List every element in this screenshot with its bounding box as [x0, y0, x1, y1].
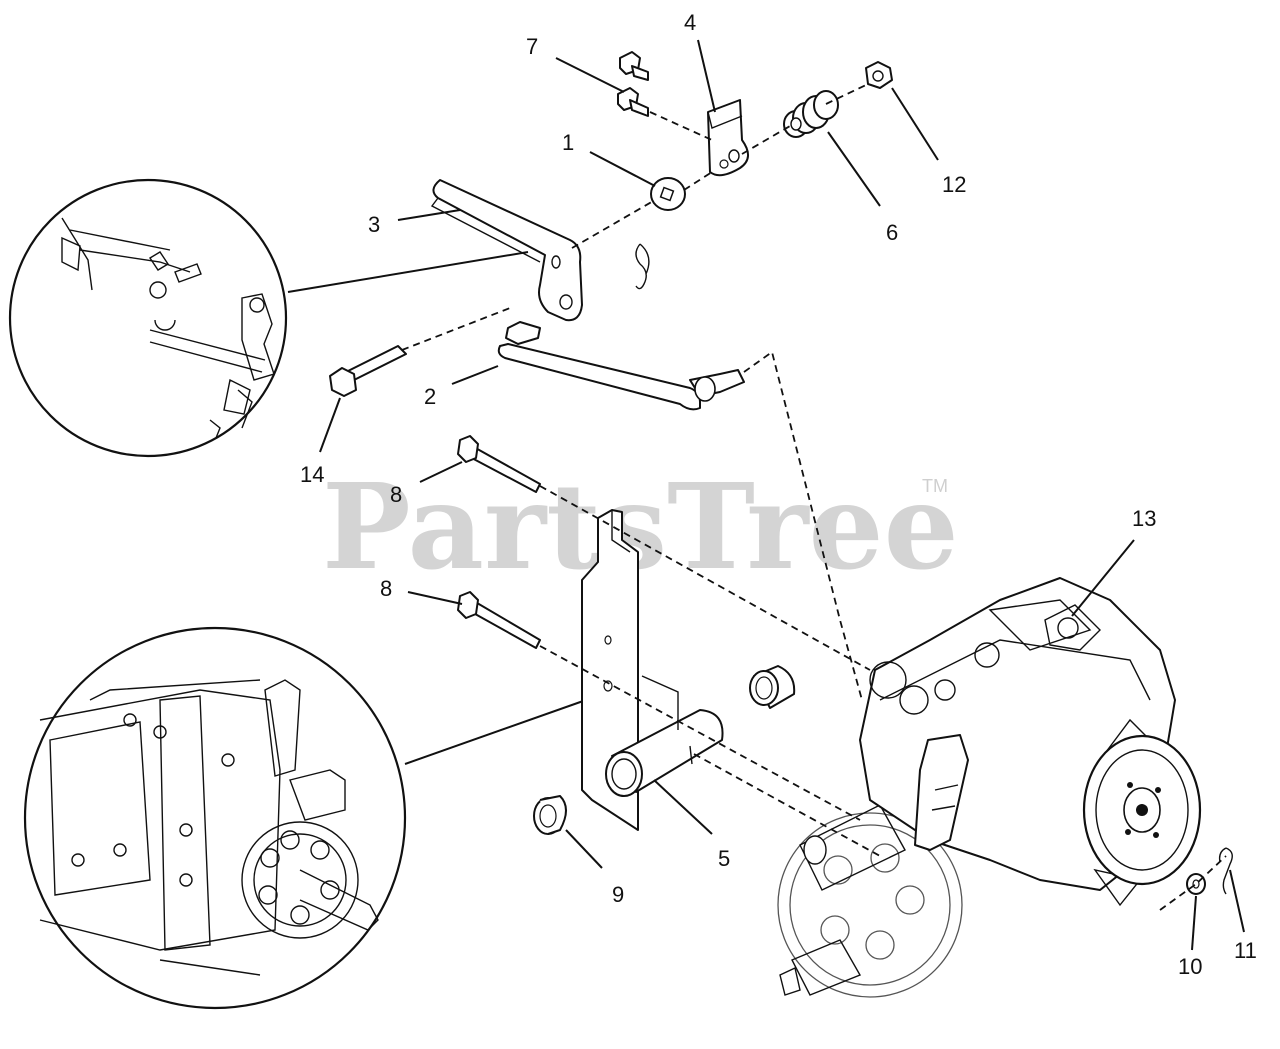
part-9-bushing — [533, 795, 567, 835]
callout-14: 14 — [300, 462, 324, 487]
watermark-trademark: TM — [922, 476, 948, 496]
detail-view-upper — [8, 178, 288, 458]
r-clip — [635, 243, 650, 290]
callouts: 1 2 3 4 5 6 7 8 8 9 10 11 12 13 14 — [300, 10, 1257, 979]
detail-view-lower — [23, 626, 407, 1010]
watermark-text: PartsTree — [322, 457, 959, 596]
part-3-bracket — [430, 179, 583, 322]
part-4-bracket — [707, 99, 749, 177]
callout-1: 1 — [562, 130, 574, 155]
detail-leader-upper — [287, 251, 529, 293]
transmission-assembly — [777, 577, 1202, 998]
part-12-nut — [865, 61, 893, 89]
part-5-lever — [581, 509, 724, 831]
part-2-rod — [497, 321, 745, 411]
assembly-lines — [401, 83, 1227, 911]
detail-leader-lower — [404, 699, 587, 765]
callout-13: 13 — [1132, 506, 1156, 531]
callout-12: 12 — [942, 172, 966, 197]
part-8-bolt-upper — [457, 435, 541, 493]
part-7-bolts — [617, 51, 649, 117]
callout-8-upper: 8 — [390, 482, 402, 507]
callout-8-lower: 8 — [380, 576, 392, 601]
callout-4: 4 — [684, 10, 696, 35]
callout-leaders — [319, 39, 1245, 951]
callout-7: 7 — [526, 34, 538, 59]
bushing-upper — [749, 665, 796, 709]
part-1-washer — [650, 177, 686, 211]
callout-2: 2 — [424, 384, 436, 409]
callout-11: 11 — [1234, 938, 1257, 963]
part-6-spring — [783, 90, 839, 138]
callout-10: 10 — [1178, 954, 1202, 979]
callout-5: 5 — [718, 846, 730, 871]
callout-3: 3 — [368, 212, 380, 237]
callout-6: 6 — [886, 220, 898, 245]
part-8-bolt-lower — [457, 591, 541, 649]
callout-9: 9 — [612, 882, 624, 907]
part-14-bolt — [329, 345, 407, 397]
part-11-clip — [1218, 847, 1233, 895]
